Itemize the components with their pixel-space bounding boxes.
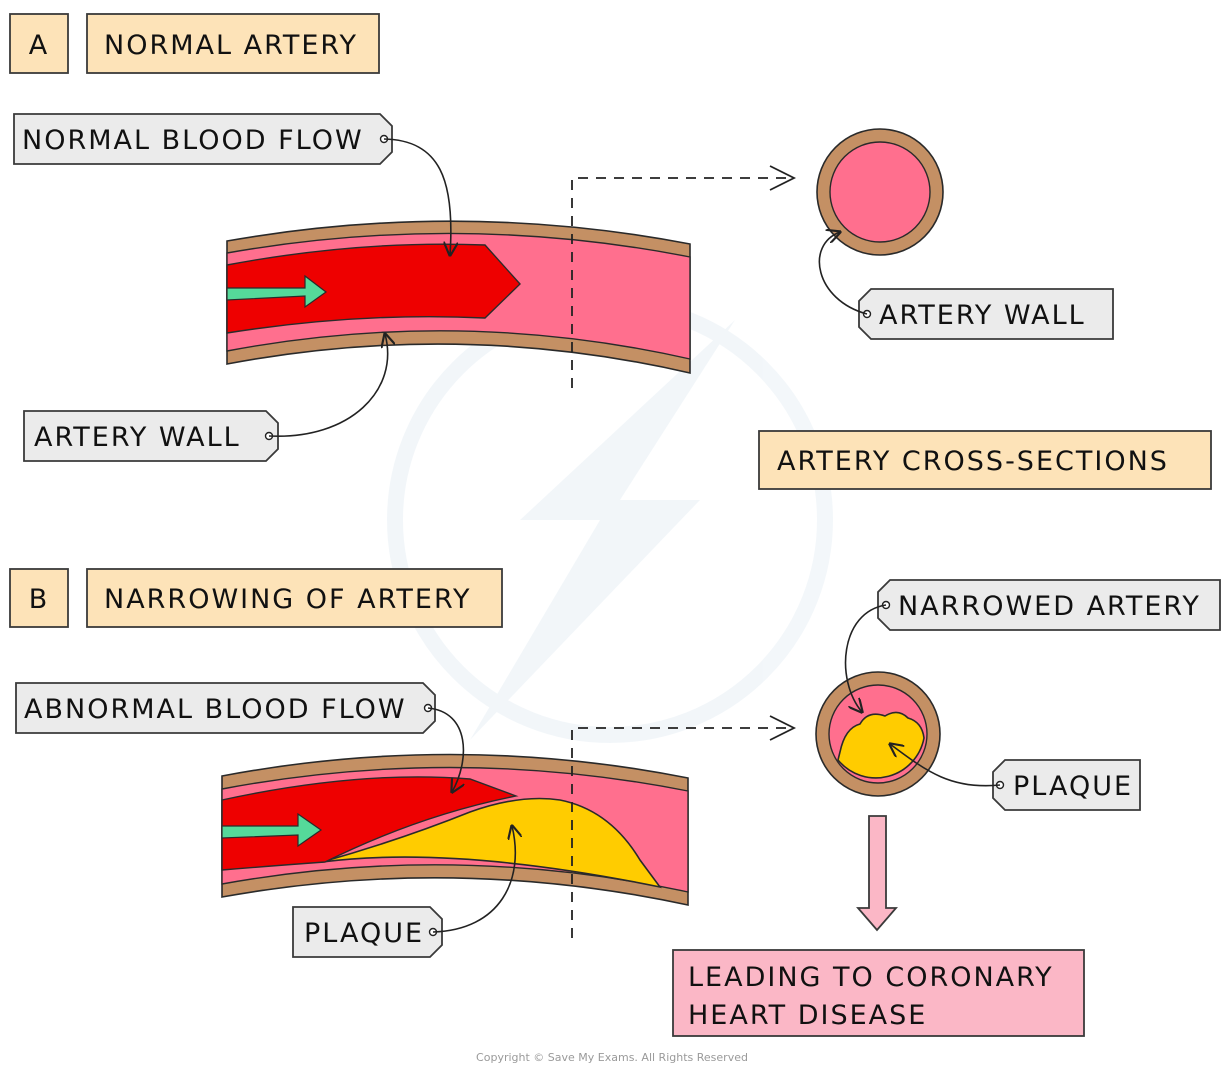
cross-plaque-text: PLAQUE [1013,771,1133,802]
abnormal-blood-flow-text: ABNORMAL BLOOD FLOW [24,694,407,725]
artery-wall-pointer [268,334,388,437]
cross-sections-title: ARTERY CROSS-SECTIONS [777,446,1169,477]
section-a-title-box [86,13,380,74]
cross-artery-wall-text: ARTERY WALL [879,300,1086,331]
section-b-title-box [86,568,503,628]
section-b-header: B NARROWING OF ARTERY [9,568,503,628]
abnormal-flow-pointer [427,707,463,792]
normal-cross-lumen [829,141,931,243]
narrowed-artery [221,753,689,906]
outcome-line-1: LEADING TO CORONARY [688,962,1054,993]
normal-flow-pointer [383,138,451,255]
normal-flow-arrow [226,274,328,309]
abnormal-blood-flow-label: ABNORMAL BLOOD FLOW [15,682,463,792]
section-a-title: NORMAL ARTERY [104,30,358,61]
artery-wall-text: ARTERY WALL [34,422,241,453]
section-a-leader-arrow [769,165,797,191]
abnormal-flow-arrow [221,812,323,848]
narrowed-artery-text: NARROWED ARTERY [898,591,1201,622]
section-a-letter-box [9,13,69,74]
copyright-text: Copyright © Save My Exams. All Rights Re… [476,1051,748,1064]
normal-blood-flow-text: NORMAL BLOOD FLOW [22,125,364,156]
narrowed-artery-pointer [844,604,887,712]
section-b-letter: B [29,584,50,615]
section-b-title: NARROWING OF ARTERY [104,584,472,615]
section-a-header: A NORMAL ARTERY [9,13,380,74]
cross-sections-title-box: ARTERY CROSS-SECTIONS [758,430,1212,490]
normal-blood-flow [226,243,521,334]
narrowed-artery-label: NARROWED ARTERY [844,579,1221,712]
narrowed-cross-plaque [837,711,925,779]
cross-plaque-pointer [890,744,1001,787]
outcome-line-2: HEART DISEASE [688,1000,927,1031]
section-b-leader-arrow [769,715,797,741]
down-arrow [856,815,898,932]
abnormal-blood-flow [221,776,519,871]
artery-wall-label: ARTERY WALL [23,334,388,462]
normal-cross-section [816,128,944,256]
plaque-text: PLAQUE [304,918,424,949]
cross-plaque-label: PLAQUE [890,744,1141,811]
normal-blood-flow-label: NORMAL BLOOD FLOW [13,113,451,255]
plaque-pointer [432,826,515,933]
cross-artery-wall-label: ARTERY WALL [818,232,1114,340]
watermark-logo [387,297,833,743]
section-b-letter-box [9,568,69,628]
section-a-letter: A [29,30,49,61]
outcome-box: LEADING TO CORONARY HEART DISEASE [672,949,1085,1037]
normal-artery [226,220,691,375]
plaque-label: PLAQUE [292,826,515,958]
plaque-deposit [321,797,662,889]
cross-artery-wall-pointer [818,232,868,315]
narrowed-cross-section [815,671,941,797]
